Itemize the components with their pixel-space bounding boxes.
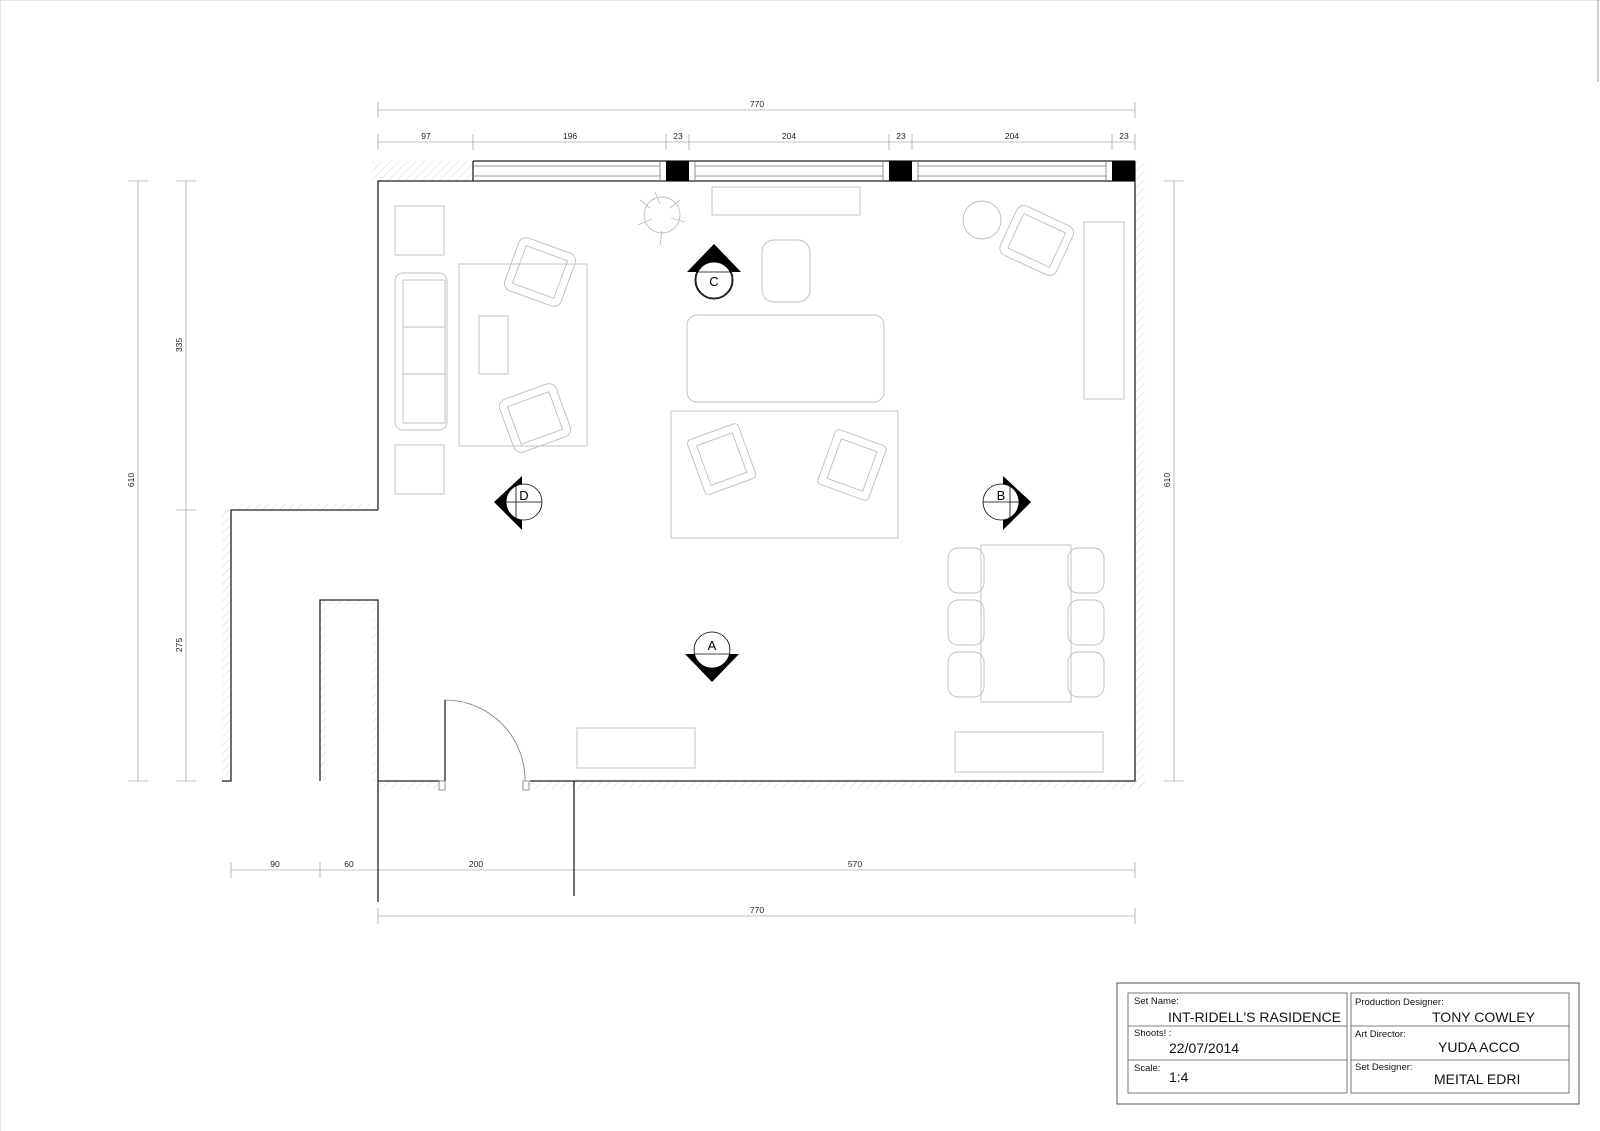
plant-icon [637, 191, 686, 246]
art-director-value: YUDA ACCO [1438, 1039, 1520, 1055]
dim-top-seg-7: 23 [1119, 131, 1129, 141]
production-designer-value: TONY COWLEY [1432, 1009, 1536, 1025]
dim-bottom-seg-4: 570 [848, 859, 862, 869]
camera-marker-d: D [494, 476, 543, 530]
dim-right-total: 610 [1162, 473, 1172, 487]
dim-top-seg-5: 23 [896, 131, 906, 141]
set-name-value: INT-RIDELL'S RASIDENCE [1168, 1009, 1341, 1025]
set-name-caption: Set Name: [1134, 996, 1179, 1007]
walls [222, 160, 1145, 902]
bottom-dimensions: 90 60 200 570 770 [230, 859, 1136, 924]
right-dimensions: 610 [1162, 180, 1184, 782]
dim-left-total: 610 [126, 473, 136, 487]
set-designer-value: MEITAL EDRI [1434, 1071, 1520, 1087]
marker-label-d: D [519, 488, 528, 503]
dim-top-seg-4: 204 [782, 131, 796, 141]
furniture [394, 186, 1125, 773]
dim-left-lower: 275 [174, 638, 184, 652]
dim-bottom-seg-2: 60 [344, 859, 354, 869]
marker-label-c: C [709, 274, 718, 289]
dim-top-total: 770 [750, 99, 764, 109]
art-director-caption: Art Director: [1355, 1029, 1406, 1040]
shoots-value: 22/07/2014 [1169, 1040, 1239, 1056]
marker-label-a: A [708, 638, 717, 653]
dim-bottom-seg-1: 90 [270, 859, 280, 869]
camera-marker-b: B [982, 476, 1031, 530]
scale-caption: Scale: [1134, 1063, 1160, 1074]
dim-left-upper: 335 [174, 338, 184, 352]
shoots-caption: Shoots! : [1134, 1028, 1172, 1039]
dim-top-seg-1: 97 [421, 131, 431, 141]
camera-marker-a: A [685, 631, 739, 682]
scale-value: 1:4 [1169, 1069, 1189, 1085]
title-block: Set Name: INT-RIDELL'S RASIDENCE Shoots!… [1116, 982, 1580, 1105]
top-dimensions: 770 97 196 23 204 23 204 23 [377, 99, 1136, 150]
dim-bottom-total: 770 [750, 905, 764, 915]
dim-bottom-seg-3: 200 [469, 859, 483, 869]
left-dimensions: 610 335 275 [126, 180, 196, 782]
dim-top-seg-6: 204 [1005, 131, 1019, 141]
marker-label-b: B [997, 488, 1006, 503]
production-designer-caption: Production Designer: [1355, 997, 1444, 1008]
set-designer-caption: Set Designer: [1355, 1062, 1413, 1073]
dim-top-seg-2: 196 [563, 131, 577, 141]
camera-marker-c: C [687, 244, 741, 300]
dim-top-seg-3: 23 [673, 131, 683, 141]
